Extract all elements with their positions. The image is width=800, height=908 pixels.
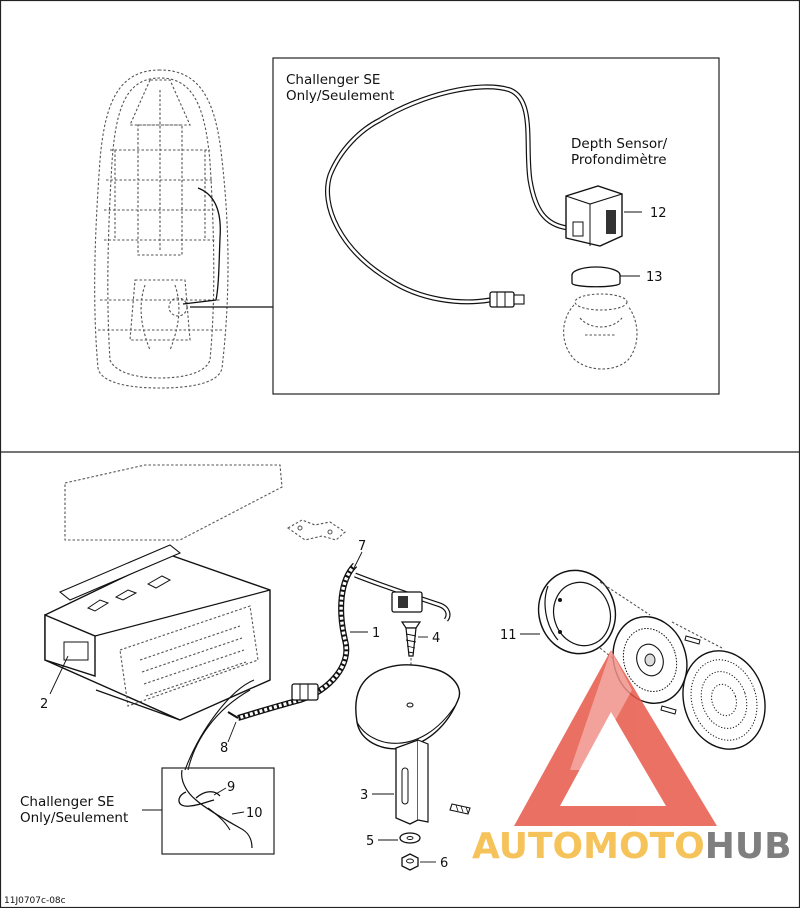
nut [401,853,419,871]
leader-9 [213,787,227,796]
watermark-brand-part2: HUB [705,826,792,867]
callout-2: 2 [40,697,48,712]
boat-hull-outline [94,69,273,389]
callout-7: 7 [358,539,366,554]
speaker-pod-base [355,664,461,750]
leader-2 [49,655,69,695]
watermark-brand-part1: AUTOMOTO [472,826,705,867]
washer [399,832,421,844]
mounting-bracket-small [286,519,346,541]
sensor-cap-disc [571,266,640,288]
cable-connector [489,291,525,308]
stereo-unit [44,544,271,721]
depth-sensor-unit [565,185,642,247]
leader-10 [231,811,245,815]
callout-8: 8 [220,741,228,756]
speaker-grille [671,621,766,750]
mounting-bracket [395,739,429,825]
speaker-screw [660,635,701,715]
watermark-logo [514,650,717,826]
callout-6: 6 [440,856,448,871]
callout-10: 10 [246,806,263,821]
speaker-mounting-ring [537,569,617,655]
inset-box-depth-sensor [272,57,720,395]
sensor-mount-housing [563,293,638,370]
watermark-brand-text: AUTOMOTOHUB [472,826,792,867]
figure-code: 11J0707c-08c [4,896,66,906]
callout-3: 3 [360,788,368,803]
inset-variant-label: Challenger SE Only/Seulement [286,72,394,104]
harness-variant-label: Challenger SE Only/Seulement [20,794,128,826]
depth-sensor-label: Depth Sensor/ Profondimètre [571,136,672,168]
logo-triangle [514,650,717,826]
speaker-driver [599,581,688,704]
callout-1: 1 [372,626,380,641]
callout-5: 5 [366,834,374,849]
bracket-bolt [449,803,471,815]
wiring-harness [184,562,451,771]
cable-clip-detail [178,769,253,849]
callout-9: 9 [227,780,235,795]
mounting-screw [400,621,422,712]
callout-12: 12 [650,206,667,221]
inset-box-harness [161,767,275,855]
callout-11: 11 [500,628,517,643]
callout-4: 4 [432,631,440,646]
leader-7 [353,551,363,569]
callout-13: 13 [646,270,663,285]
leader-8 [227,721,237,743]
depth-sensor-cable [325,84,569,305]
dashboard-outline [64,464,283,541]
